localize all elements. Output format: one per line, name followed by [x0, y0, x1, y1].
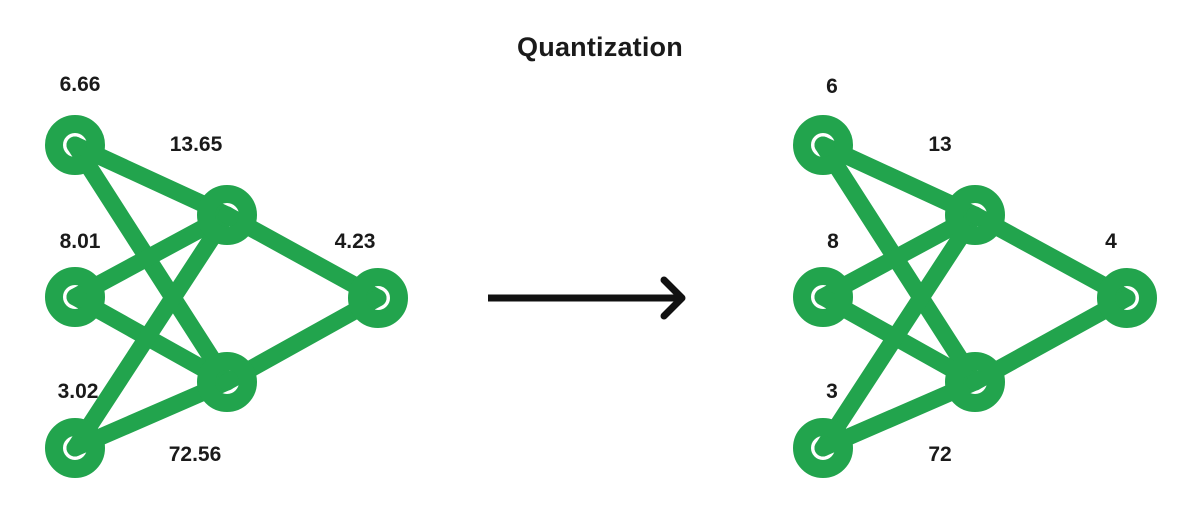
node-in3[interactable] [45, 418, 105, 478]
weight-label-fl-3: 8.01 [59, 230, 101, 253]
node-in2[interactable] [45, 267, 105, 327]
network-quantized-network [793, 115, 1157, 478]
network-float-network [45, 115, 408, 478]
weight-label-fl-6: 72.56 [168, 443, 222, 466]
weight-label-fl-1: 6.66 [59, 73, 101, 96]
node-in2[interactable] [793, 267, 853, 327]
nodes-group [45, 115, 408, 478]
weight-label-fl-4: 4.23 [334, 230, 376, 253]
nodes-group [793, 115, 1157, 478]
node-h1[interactable] [197, 185, 257, 245]
node-out[interactable] [1097, 268, 1157, 328]
weight-label-ql-2: 13 [928, 133, 952, 156]
node-in1[interactable] [793, 115, 853, 175]
weight-label-ql-1: 6 [826, 75, 838, 98]
node-out[interactable] [348, 268, 408, 328]
node-in3[interactable] [793, 418, 853, 478]
page-title: Quantization [517, 32, 683, 62]
weight-label-fl-5: 3.02 [57, 380, 99, 403]
weight-label-ql-3: 8 [827, 230, 839, 253]
node-in1[interactable] [45, 115, 105, 175]
edge-in3-h1 [66, 206, 236, 457]
node-h1[interactable] [945, 185, 1005, 245]
weight-label-ql-6: 72 [928, 443, 952, 466]
arrow-group [488, 276, 686, 320]
edge-in3-h1 [814, 206, 984, 457]
arrow-head-icon [660, 276, 686, 320]
weight-label-fl-2: 13.65 [169, 133, 223, 156]
weight-label-ql-5: 3 [826, 380, 838, 403]
weight-label-ql-4: 4 [1105, 230, 1117, 253]
node-h2[interactable] [197, 352, 257, 412]
node-h2[interactable] [945, 352, 1005, 412]
